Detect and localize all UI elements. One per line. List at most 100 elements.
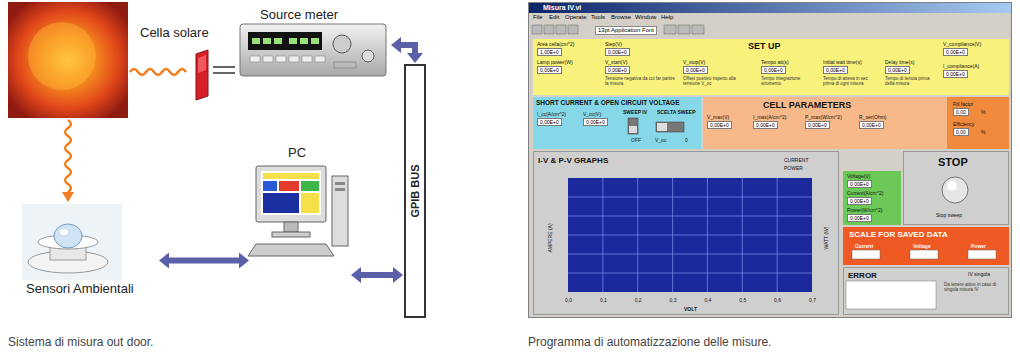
value-display: 0,00E+0: [683, 66, 708, 74]
field-label: POWER: [784, 165, 803, 171]
field-label: IV singola: [968, 271, 990, 277]
value-display: 0,00E+0: [583, 118, 608, 126]
menu-item: File: [533, 14, 543, 21]
stop-button: [947, 181, 957, 191]
field-label: 0,7: [809, 297, 816, 303]
source-meter-picture: [302, 56, 312, 62]
field-label: CURRENT: [784, 157, 808, 163]
node-heading: SHORT CURRENT & OPEN CIRCUIT VOLTAGE: [536, 99, 679, 106]
environment-sensor: Sensori Ambientali: [8, 196, 158, 300]
pc-picture: [301, 193, 319, 213]
field-label: SCELTA SWEEP: [657, 109, 696, 115]
stop-panel: STOPStop sweep: [903, 151, 1009, 225]
stop-button: [942, 177, 968, 203]
setup-panel: SET UPArea cella(cm^2)1,00E+0Step(V)0,00…: [533, 39, 1009, 95]
source-meter-picture: [250, 56, 260, 62]
node-heading: CELL PARAMETERS: [763, 100, 851, 110]
source-meter-picture: [248, 32, 322, 50]
node-heading: PC: [288, 146, 306, 161]
field-label: Current: [855, 243, 873, 249]
field-label: AMPERE (A): [547, 223, 553, 252]
plot-area: [568, 197, 812, 198]
node-heading: I-V & P-V GRAPHS: [538, 156, 608, 165]
sun-picture: [28, 22, 96, 90]
menu-item: Help: [661, 14, 673, 21]
plot-area: [672, 178, 673, 292]
sun-picture: [8, 2, 128, 118]
field-label: R_ser(Ohm): [859, 114, 887, 120]
arrow-head: [393, 267, 403, 283]
value-display: 0,00E+0: [943, 70, 968, 78]
readout-panel: Voltage(V)Current(A/cm^2)Power(W/cm^2)0,…: [843, 171, 901, 225]
toolbar-field: 13pt Application Font: [595, 26, 657, 35]
light-wave: [65, 120, 71, 192]
node-text: Current(A/cm^2): [847, 190, 884, 196]
value-display: 0,00: [953, 128, 969, 136]
switch-picture: [657, 123, 667, 131]
value-display: 0,00E+0: [885, 66, 910, 74]
field-label: 0,3: [670, 297, 677, 303]
source-meter-picture: [311, 38, 319, 44]
arrow-head: [239, 252, 249, 268]
node-heading: SCALE FOR SAVED DATA: [849, 230, 948, 239]
field-label: 0: [685, 137, 688, 143]
switch-picture: [629, 126, 637, 133]
value-display: 0,00E+0: [847, 180, 872, 188]
connector: [213, 67, 235, 73]
scale-selectors: [852, 250, 996, 259]
toolbar-icons: [556, 25, 566, 34]
pc-picture: [263, 193, 299, 213]
sensor-picture: [38, 235, 98, 249]
pc-picture: [284, 222, 298, 232]
source-meter-picture: [289, 38, 297, 44]
connector: [361, 272, 393, 278]
pc-picture: [279, 181, 299, 191]
field-label: Delay time(s): [885, 59, 914, 65]
field-label: I_max(A/cm^2): [753, 114, 786, 120]
value-display: 0,00E+0: [805, 121, 830, 129]
plot-area: [707, 178, 708, 292]
scale-selectors: [968, 250, 996, 259]
source-meter-picture: [334, 62, 356, 68]
field-note: Offset positivo rispetto alla tensione V…: [683, 76, 753, 86]
error-panel: ERRORIV singolaDa tenere attivo in caso …: [843, 267, 1009, 315]
solar-cell-picture: [196, 50, 208, 100]
pc-picture: [248, 244, 334, 256]
field-label: WATT (W): [823, 227, 829, 250]
node-heading: Sensori Ambientali: [26, 282, 134, 297]
field-label: 0,6: [774, 297, 781, 303]
value-display: 0,00E+0: [753, 121, 778, 129]
node-heading: STOP: [938, 156, 968, 169]
menu-item: Window: [635, 14, 656, 21]
pc-picture: [263, 173, 319, 179]
toolbar-icons: [568, 25, 578, 34]
arrow-head: [391, 37, 401, 53]
field-label: Power: [971, 243, 986, 249]
error-field: [846, 281, 936, 309]
field-label: 0,5: [739, 297, 746, 303]
field-label: V_compliance(V): [943, 41, 981, 47]
toolbar-icons: [532, 25, 704, 34]
source-meter-picture: [362, 50, 374, 62]
sensor-picture: [50, 242, 86, 260]
value-display: 0,00E+0: [605, 48, 630, 56]
switch-picture: [628, 118, 638, 134]
source-meter: Source meter: [236, 8, 390, 82]
node-heading: SET UP: [748, 41, 781, 51]
solar-cell: Cella solare: [140, 26, 212, 102]
source-meter-picture: [276, 56, 286, 62]
stop-button: [942, 177, 968, 203]
pc-picture: [332, 176, 348, 246]
value-display: 0,00E+0: [707, 121, 732, 129]
switch-picture: [656, 122, 684, 132]
field-note: Tempo integrazione strumento: [761, 76, 817, 86]
scale-selectors: [852, 250, 880, 259]
value-display: 0,00E+0: [537, 66, 562, 74]
caption: Programma di automatizzazione delle misu…: [528, 336, 771, 350]
source-meter-picture: [252, 38, 260, 44]
sensor-picture: [60, 229, 68, 235]
arrow-head: [159, 252, 169, 268]
pc-picture: [301, 181, 319, 191]
field-label: 0,0: [565, 297, 572, 303]
source-meter-picture: [240, 24, 386, 76]
